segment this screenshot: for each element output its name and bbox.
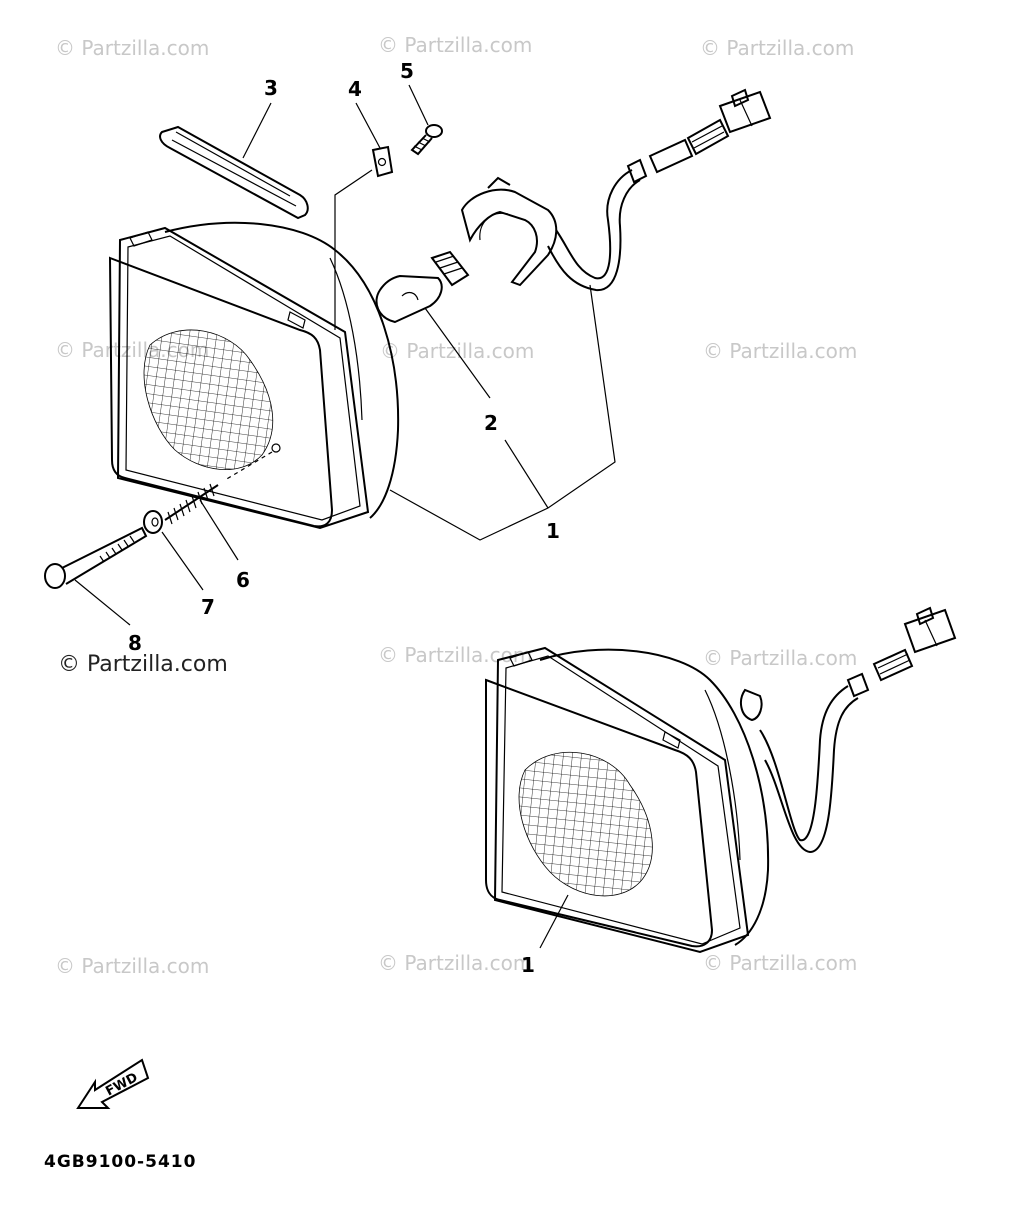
watermark-text: © Partzilla.com	[380, 339, 534, 363]
leader-line-lower	[539, 894, 569, 949]
part-2-bulb	[375, 250, 470, 324]
watermark-text: © Partzilla.com	[55, 36, 209, 60]
watermark-text: © Partzilla.com	[703, 646, 857, 670]
fwd-arrow-icon: FWD	[76, 1058, 150, 1109]
part-5-screw	[410, 124, 443, 156]
callout-6: 6	[236, 568, 250, 592]
callout-1-lower: 1	[521, 953, 535, 977]
callout-5: 5	[400, 59, 414, 83]
watermark-text: © Partzilla.com	[378, 951, 532, 975]
watermark-text: © Partzilla.com	[703, 951, 857, 975]
callout-3: 3	[264, 76, 278, 100]
headlight-assembly-lower	[485, 606, 957, 954]
callout-1: 1	[546, 519, 560, 543]
fwd-label: FWD	[103, 1070, 140, 1099]
part-7-washer	[143, 510, 163, 534]
callout-8: 8	[128, 631, 142, 655]
callout-7: 7	[201, 595, 215, 619]
part-8-bolt	[44, 526, 148, 589]
watermark-text: © Partzilla.com	[378, 33, 532, 57]
lens-mesh	[518, 751, 653, 897]
socket-and-harness	[460, 88, 772, 292]
part-6-spring	[164, 483, 219, 525]
part-4-clip	[334, 145, 394, 330]
part-3-visor-strip	[159, 125, 309, 220]
watermark-text: © Partzilla.com	[703, 339, 857, 363]
callout-2: 2	[484, 411, 498, 435]
watermark-text: © Partzilla.com	[700, 36, 854, 60]
headlight-assembly-upper	[108, 221, 400, 530]
callout-4: 4	[348, 77, 362, 101]
lens-mesh	[143, 329, 274, 471]
watermark-text: © Partzilla.com	[378, 643, 532, 667]
leader-lines-upper	[74, 84, 616, 626]
watermark-text: © Partzilla.com	[58, 652, 228, 677]
diagram-code: 4GB9100-5410	[44, 1152, 196, 1172]
watermark-text: © Partzilla.com	[55, 954, 209, 978]
